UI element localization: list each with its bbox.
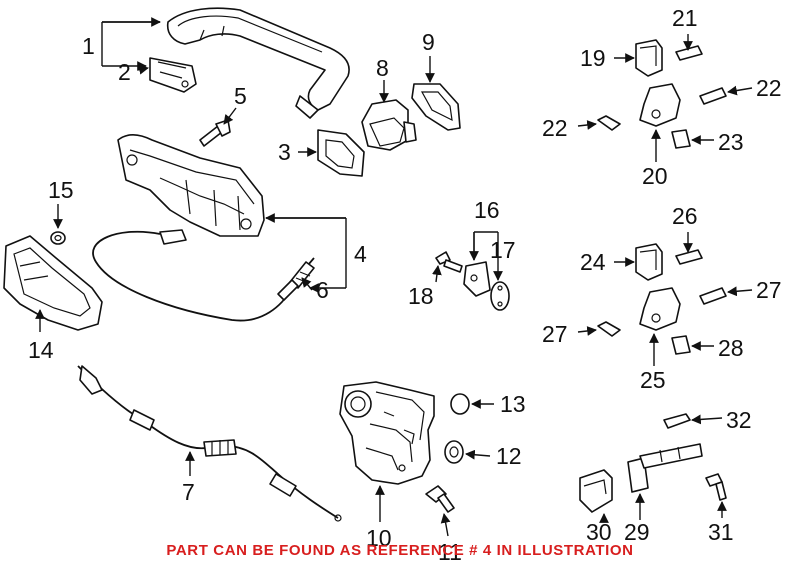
handle-frame-part: [117, 133, 265, 245]
callout-27-right: 27: [756, 277, 782, 303]
callout-25: 25: [640, 367, 666, 393]
callout-24: 24: [580, 249, 606, 275]
lock-cylinder-part: [361, 99, 417, 151]
callout-22-right: 22: [756, 75, 782, 101]
handle-seal-part: [149, 57, 197, 93]
door-check-part: [579, 413, 727, 513]
outer-handle-part: [166, 7, 350, 119]
inside-handle-part: [3, 235, 103, 331]
callout-9: 9: [422, 29, 435, 55]
leader-lines: [35, 17, 753, 537]
callout-16: 16: [474, 197, 500, 223]
callout-18: 18: [408, 283, 434, 309]
washer-part-15: [50, 231, 66, 245]
callout-26: 26: [672, 203, 698, 229]
plug-part-13: [450, 393, 470, 415]
handle-cap-part: [411, 83, 461, 131]
screw-part-5: [199, 119, 231, 147]
gasket-part: [317, 129, 365, 177]
callout-20: 20: [642, 163, 668, 189]
grommet-part-12: [444, 440, 464, 464]
callout-2: 2: [118, 59, 131, 85]
callout-13: 13: [500, 391, 526, 417]
callout-32: 32: [726, 407, 752, 433]
callout-27-left: 27: [542, 321, 568, 347]
callout-labels: 1 2 3 4 5 6 7 8 9 10 11 12 13 14 15 16 1…: [28, 5, 782, 565]
callout-10: 10: [366, 525, 392, 551]
callout-29: 29: [624, 519, 650, 545]
callout-21: 21: [672, 5, 698, 31]
reference-notice: PART CAN BE FOUND AS REFERENCE # 4 IN IL…: [166, 542, 634, 559]
callout-12: 12: [496, 443, 522, 469]
release-cable-part: [77, 365, 342, 522]
callout-3: 3: [278, 139, 291, 165]
callout-4: 4: [354, 241, 367, 267]
upper-hinge-part: [597, 39, 727, 149]
callout-17: 17: [490, 237, 516, 263]
callout-22-left: 22: [542, 115, 568, 141]
callout-7: 7: [182, 479, 195, 505]
callout-6: 6: [316, 277, 329, 303]
striker-set-part: [435, 251, 510, 311]
callout-19: 19: [580, 45, 606, 71]
callout-30: 30: [586, 519, 612, 545]
callout-8: 8: [376, 55, 389, 81]
callout-31: 31: [708, 519, 734, 545]
callout-28: 28: [718, 335, 744, 361]
bolt-part-11: [425, 485, 455, 513]
door-latch-part: [339, 381, 435, 485]
callout-5: 5: [234, 83, 247, 109]
lower-hinge-part: [597, 243, 727, 355]
callout-14: 14: [28, 337, 54, 363]
callout-1: 1: [82, 33, 95, 59]
callout-15: 15: [48, 177, 74, 203]
callout-11: 11: [438, 539, 462, 565]
callout-23: 23: [718, 129, 744, 155]
rod-cable-part: [92, 230, 315, 322]
